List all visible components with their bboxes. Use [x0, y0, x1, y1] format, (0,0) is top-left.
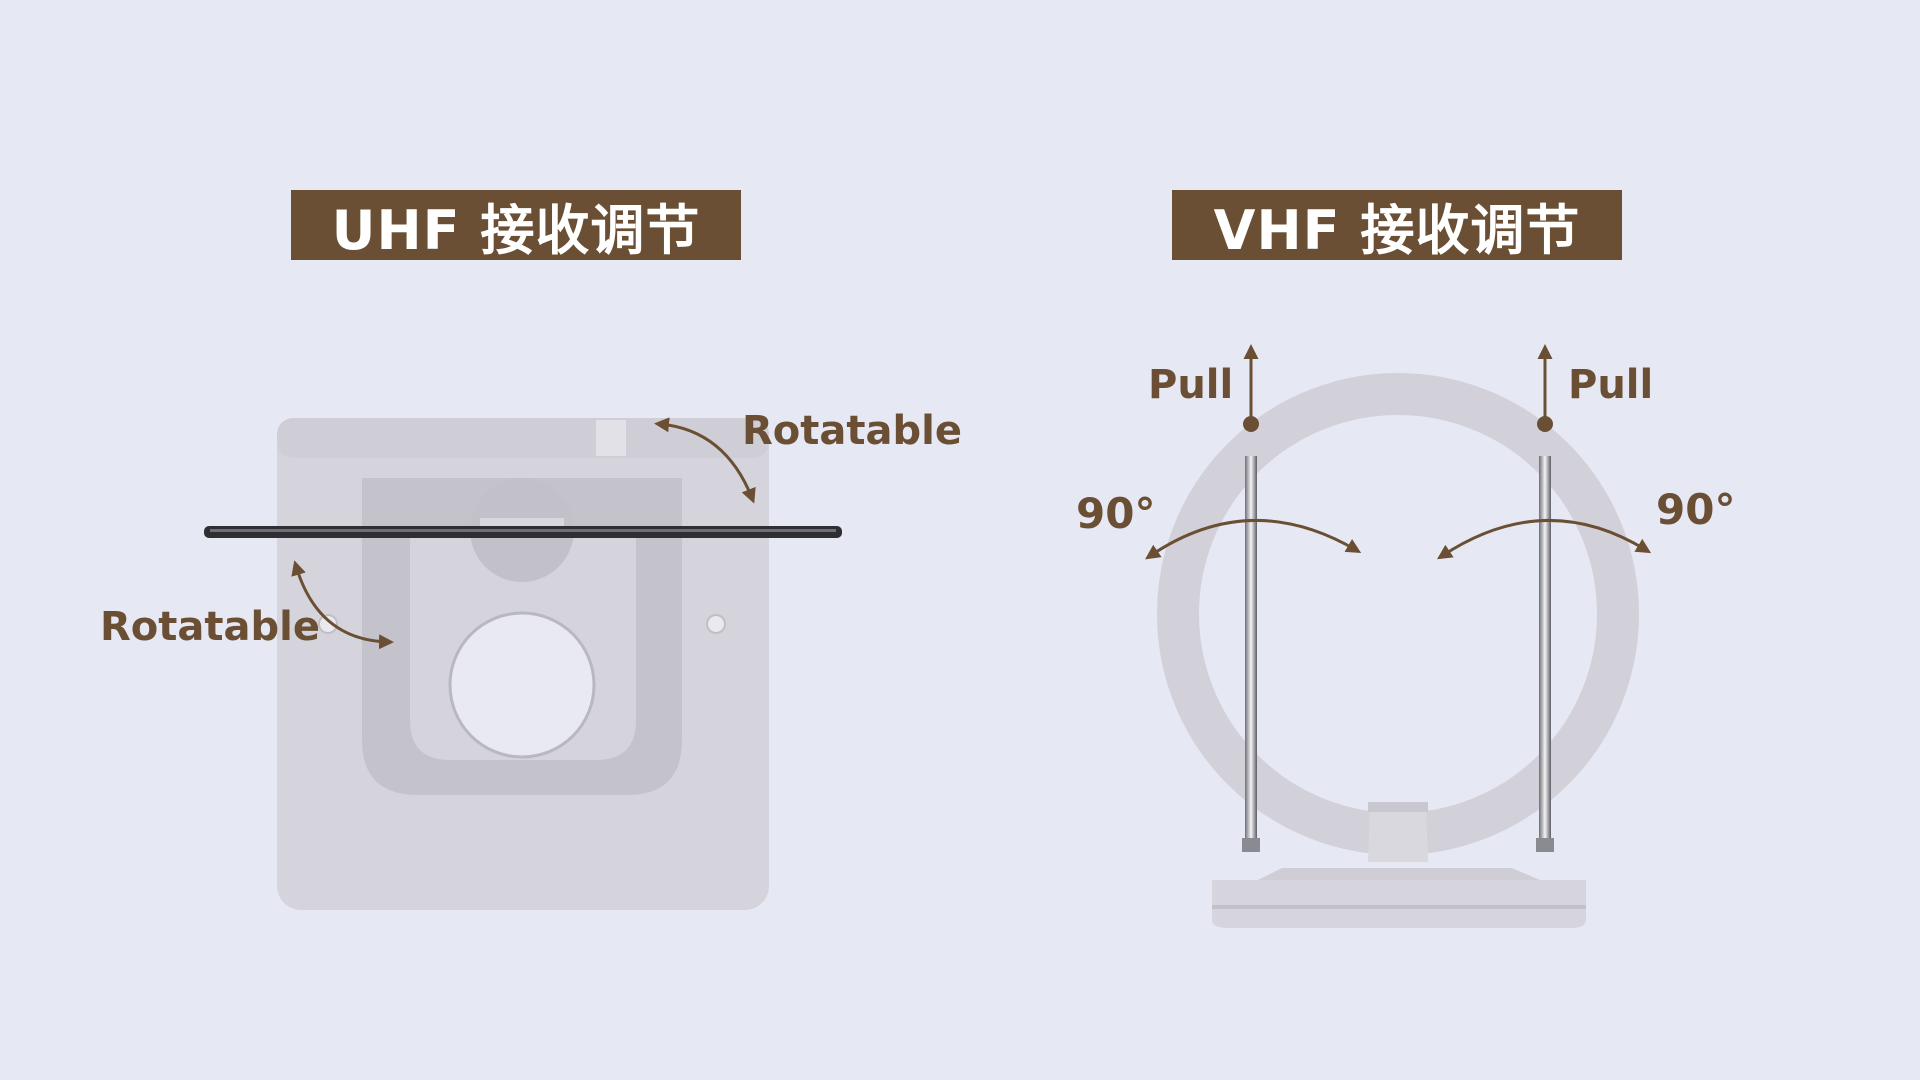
rotatable-label-left: Rotatable: [100, 604, 320, 650]
rotate-arrow-top: [654, 417, 756, 504]
uhf-wall-bracket: [204, 418, 842, 910]
vhf-loop-antenna: [1157, 373, 1639, 928]
swing-arrow-right: [1436, 519, 1652, 560]
uhf-title-banner: UHF 接收调节: [291, 190, 741, 262]
rotate-arrow-left: [291, 560, 394, 650]
angle-label-right: 90°: [1656, 485, 1735, 534]
pull-arrow-left: [1243, 344, 1259, 432]
pull-label-right: Pull: [1568, 362, 1653, 408]
pull-label-left: Pull: [1148, 362, 1233, 408]
swing-arrow-left: [1145, 519, 1362, 560]
pull-arrow-right: [1537, 344, 1553, 432]
angle-label-left: 90°: [1076, 489, 1155, 538]
rotatable-label-top: Rotatable: [742, 408, 962, 454]
vhf-title-banner: VHF 接收调节: [1172, 190, 1622, 262]
